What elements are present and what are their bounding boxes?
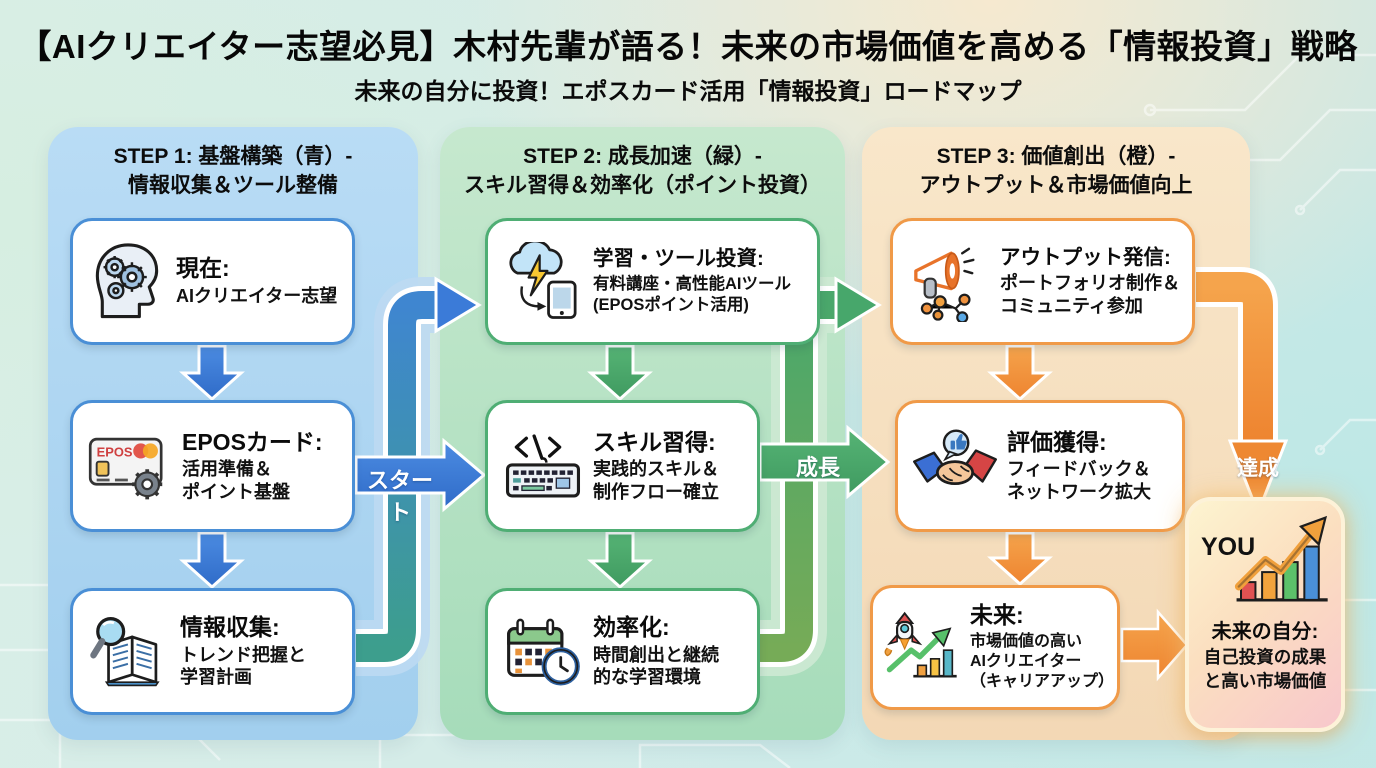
cloud-bolt-tablet-icon [502,241,584,322]
step1-box-current: 現在: AIクリエイター志望 [70,218,355,345]
head-gears-icon [87,240,167,324]
step3-box-recognition: 評価獲得: フィードバック＆ ネットワーク拡大 [895,400,1185,532]
box-title: 未来: [970,602,1024,629]
box-line: 実践的スキル＆ [593,459,719,480]
achieve-arrow-label: 達成 [1237,457,1279,480]
step1-header: STEP 1: 基盤構築（青）- 情報収集＆ツール整備 [48,142,418,201]
box-line: ポートフォリオ制作＆ [1000,273,1180,294]
handshake-thumbsup-icon [912,428,998,504]
box-line: (EPOSポイント活用) [593,295,749,314]
step3-box-future: 未来: 市場価値の高い AIクリエイター （キャリアアップ） [870,585,1120,710]
step1-header-line2: 情報収集＆ツール整備 [128,174,338,198]
start-arrow-label: スタート [366,468,433,525]
box-title: スキル習得: [593,428,716,455]
step1-box-epos-card: EPOS EPOSカード: 活用準備＆ ポイント基盤 [70,400,355,532]
step1-box-info-gathering: 情報収集: トレンド把握と 学習計画 [70,588,355,715]
epos-card-icon: EPOS [87,430,173,502]
epos-logo-text: EPOS [97,444,133,459]
goal-line: 自己投資の成果 [1203,647,1327,667]
calendar-clock-icon [502,615,584,689]
rocket-growth-chart-icon [883,611,961,685]
step3-box-output: アウトプット発信: ポートフォリオ制作＆ コミュニティ参加 [890,218,1195,345]
step2-box-efficiency: 効率化: 時間創出と継続 的な学習環境 [485,588,760,715]
box-line: 学習計画 [180,667,252,688]
step3-header-line2: アウトプット＆市場価値向上 [919,174,1193,198]
step2-header-line2: スキル習得＆効率化（ポイント投資） [464,174,821,198]
box-line: トレンド把握と [180,644,306,665]
box-line: 制作フロー確立 [593,481,719,502]
growth-arrow-label: 成長 [795,455,840,480]
goal-box-text: 未来の自分: 自己投資の成果 と高い市場価値 [1189,615,1341,693]
box-line: （キャリアアップ） [970,673,1115,691]
box-title: EPOSカード: [182,428,323,455]
step2-box-skill-acquisition: スキル習得: 実践的スキル＆ 制作フロー確立 [485,400,760,532]
step3-header: STEP 3: 価値創出（橙）- アウトプット＆市場価値向上 [862,142,1250,201]
step2-header-line1: STEP 2: 成長加速（緑）- [523,145,762,168]
box-line: コミュニティ参加 [1000,295,1143,316]
box-line: ポイント基盤 [182,481,290,502]
you-growth-chart-icon [1225,511,1337,611]
box-line: フィードバック＆ [1007,459,1151,480]
magnifier-book-icon [87,614,171,690]
page-subtitle: 未来の自分に投資！エポスカード活用「情報投資」ロードマップ [354,78,1022,104]
box-line: 活用準備＆ [182,459,272,480]
step2-header: STEP 2: 成長加速（緑）- スキル習得＆効率化（ポイント投資） [440,142,845,201]
goal-line: と高い市場価値 [1203,670,1327,691]
box-line: 的な学習環境 [593,667,701,688]
box-title: 情報収集: [180,614,280,641]
code-keyboard-icon [502,429,584,503]
box-line: 市場価値の高い [970,633,1083,651]
step1-header-line1: STEP 1: 基盤構築（青）- [113,145,353,168]
step3-header-line1: STEP 3: 価値創出（橙）- [936,145,1176,168]
box-title: アウトプット発信: [1000,245,1171,269]
box-title: 評価獲得: [1007,428,1107,455]
box-line: AIクリエイター [970,653,1082,671]
page-title: 【AIクリエイター志望必見】木村先輩が語る！未来の市場価値を高める「情報投資」戦… [18,28,1358,65]
you-label: YOU [1201,533,1256,561]
megaphone-network-icon [907,242,991,322]
box-line: AIクリエイター志望 [176,285,338,306]
box-title: 効率化: [593,614,670,641]
box-title: 学習・ツール投資: [593,247,764,271]
box-title: 現在: [176,255,230,282]
box-line: 有料講座・高性能AIツール [593,275,791,294]
box-line: ネットワーク拡大 [1007,481,1151,502]
goal-title: 未来の自分: [1211,621,1319,643]
step2-box-learning-investment: 学習・ツール投資: 有料講座・高性能AIツール (EPOSポイント活用) [485,218,820,345]
goal-box-future-self: YOU 未来の自分: 自己投資の成果 と高い市場価値 [1185,497,1345,732]
box-line: 時間創出と継続 [593,644,719,665]
